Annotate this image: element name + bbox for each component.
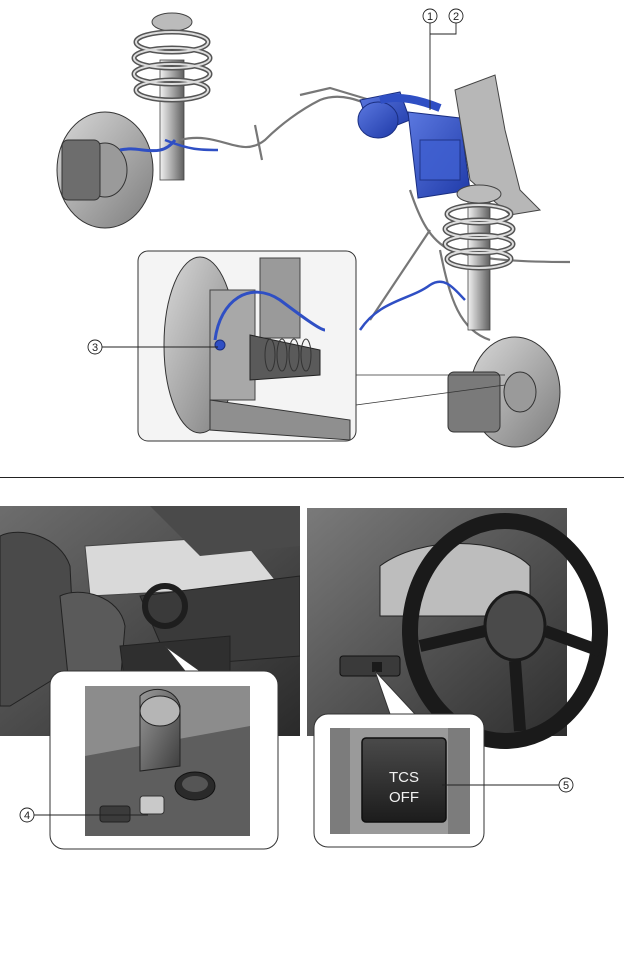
suspension-diagram: 1 2 3 <box>56 8 571 448</box>
sensor-wires <box>164 138 466 331</box>
dashboard-illustration: TCS OFF 5 <box>307 508 608 848</box>
tcs-label: TCS <box>389 769 419 786</box>
svg-text:5: 5 <box>563 780 569 792</box>
svg-text:2: 2 <box>453 11 459 23</box>
cabin-interior-illustration: 4 <box>0 506 300 850</box>
section-divider <box>0 477 624 478</box>
svg-text:3: 3 <box>92 342 98 354</box>
svg-text:1: 1 <box>427 11 433 23</box>
callout-5: 5 <box>558 777 574 793</box>
hydraulic-unit <box>357 91 471 199</box>
callout-1: 1 <box>422 8 438 24</box>
callout-4: 4 <box>19 807 35 823</box>
left-strut <box>131 12 213 181</box>
right-brake-disc <box>447 336 561 448</box>
svg-text:4: 4 <box>24 810 30 822</box>
off-label: OFF <box>389 789 419 806</box>
callout-1-2-leader <box>429 23 457 110</box>
shifter-inset <box>49 645 279 850</box>
right-strut <box>442 184 516 331</box>
tcs-switch-inset: TCS OFF <box>313 670 485 848</box>
callout-3: 3 <box>87 339 103 355</box>
steering-wheel <box>402 513 608 749</box>
tcs-off-button[interactable] <box>361 737 447 823</box>
detail-inset <box>137 250 506 442</box>
left-brake-disc <box>56 111 177 229</box>
callout-2: 2 <box>448 8 464 24</box>
